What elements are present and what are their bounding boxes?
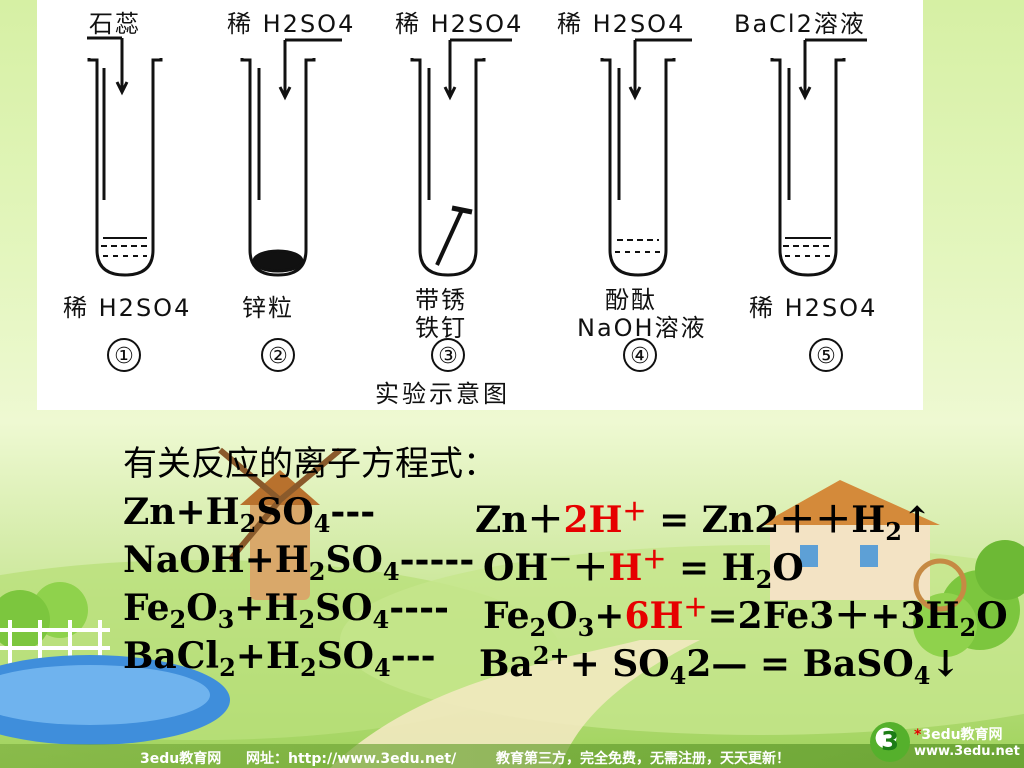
equation-row-4: BaCl2+H2SO4---Ba2++ SO42— = BaSO4↓ [123, 635, 961, 690]
tube-3-bottom-label-line2: 铁钉 [415, 314, 467, 342]
tube-number-1: ① [107, 338, 141, 372]
logo-url: www.3edu.net [914, 744, 1020, 759]
tube-number-3: ③ [431, 338, 465, 372]
experiment-diagram: 石蕊 稀 H2SO4 稀 H2SO4 稀 H2SO4 BaCl2溶液 稀 H2S… [37, 0, 923, 410]
logo-name: *3edu教育网 [914, 727, 1003, 743]
test-tube-2 [240, 38, 342, 277]
equation-row-2: NaOH+H2SO4-----OH－＋H＋ = H2O [123, 539, 804, 594]
ionic-equations: 有关反应的离子方程式： Zn+H2SO4---Zn＋2H＋ = Zn2＋＋H2↑… [123, 440, 1008, 690]
footer-slogan: 教育第三方，完全免费，无需注册，天天更新！ [496, 751, 790, 767]
footer-site: 3edu教育网 [140, 751, 222, 767]
tube-1-top-label: 石蕊 [89, 10, 141, 38]
site-logo[interactable]: 3 *3edu教育网 www.3edu.net [870, 720, 1020, 766]
tube-2-top-label: 稀 H2SO4 [227, 10, 356, 38]
tube-4-bottom-label-line1: 酚酞 [605, 286, 657, 314]
test-tube-3 [410, 38, 512, 277]
tube-number-5: ⑤ [809, 338, 843, 372]
logo-badge-icon: 3 [870, 722, 910, 762]
equation-row-1: Zn+H2SO4---Zn＋2H＋ = Zn2＋＋H2↑ [123, 491, 933, 546]
test-tube-1 [87, 36, 163, 277]
tube-number-2: ② [261, 338, 295, 372]
tube-number-4: ④ [623, 338, 657, 372]
tube-5-bottom-label: 稀 H2SO4 [749, 294, 878, 322]
tube-3-top-label: 稀 H2SO4 [395, 10, 524, 38]
footer-bar: 3edu教育网 网址：http://www.3edu.net/ 教育第三方，完全… [0, 744, 1024, 768]
diagram-caption: 实验示意图 [375, 380, 510, 408]
tube-2-bottom-label: 锌粒 [242, 294, 294, 322]
tube-4-top-label: 稀 H2SO4 [557, 10, 686, 38]
test-tube-5 [770, 38, 867, 277]
equation-row-3: Fe2O3+H2SO4----Fe2O3+6H＋=2Fe3＋+3H2O [123, 587, 1008, 642]
test-tube-4 [600, 38, 692, 277]
tube-5-top-label: BaCl2溶液 [734, 10, 866, 38]
test-tubes [87, 36, 867, 277]
equations-heading: 有关反应的离子方程式： [123, 444, 497, 484]
tube-4-bottom-label-line2: NaOH溶液 [577, 314, 707, 342]
footer-url[interactable]: 网址：http://www.3edu.net/ [246, 751, 457, 767]
tube-1-bottom-label: 稀 H2SO4 [63, 294, 192, 322]
tube-3-bottom-label-line1: 带锈 [415, 286, 467, 314]
